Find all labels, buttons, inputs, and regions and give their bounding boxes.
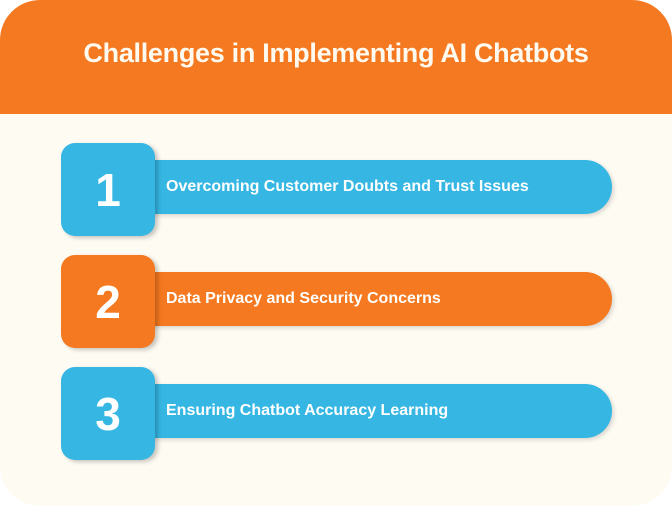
- challenge-item-1: Overcoming Customer Doubts and Trust Iss…: [61, 143, 612, 237]
- challenge-item-3: Ensuring Chatbot Accuracy Learning 3: [61, 367, 612, 461]
- number-text: 2: [95, 275, 121, 328]
- challenge-bar: Overcoming Customer Doubts and Trust Iss…: [149, 160, 612, 214]
- number-badge: 1: [61, 143, 155, 236]
- challenge-item-2: Data Privacy and Security Concerns 2: [61, 255, 612, 349]
- header-banner: Challenges in Implementing AI Chatbots: [0, 0, 672, 114]
- number-text: 3: [95, 387, 121, 440]
- number-badge: 2: [61, 255, 155, 348]
- page-title: Challenges in Implementing AI Chatbots: [83, 37, 589, 68]
- number-text: 1: [95, 163, 121, 216]
- challenge-label: Ensuring Chatbot Accuracy Learning: [166, 402, 449, 419]
- challenge-label: Data Privacy and Security Concerns: [166, 290, 441, 307]
- challenge-bar: Data Privacy and Security Concerns: [149, 272, 612, 326]
- number-badge: 3: [61, 367, 155, 460]
- challenge-bar: Ensuring Chatbot Accuracy Learning: [149, 384, 612, 438]
- challenge-label: Overcoming Customer Doubts and Trust Iss…: [166, 178, 529, 195]
